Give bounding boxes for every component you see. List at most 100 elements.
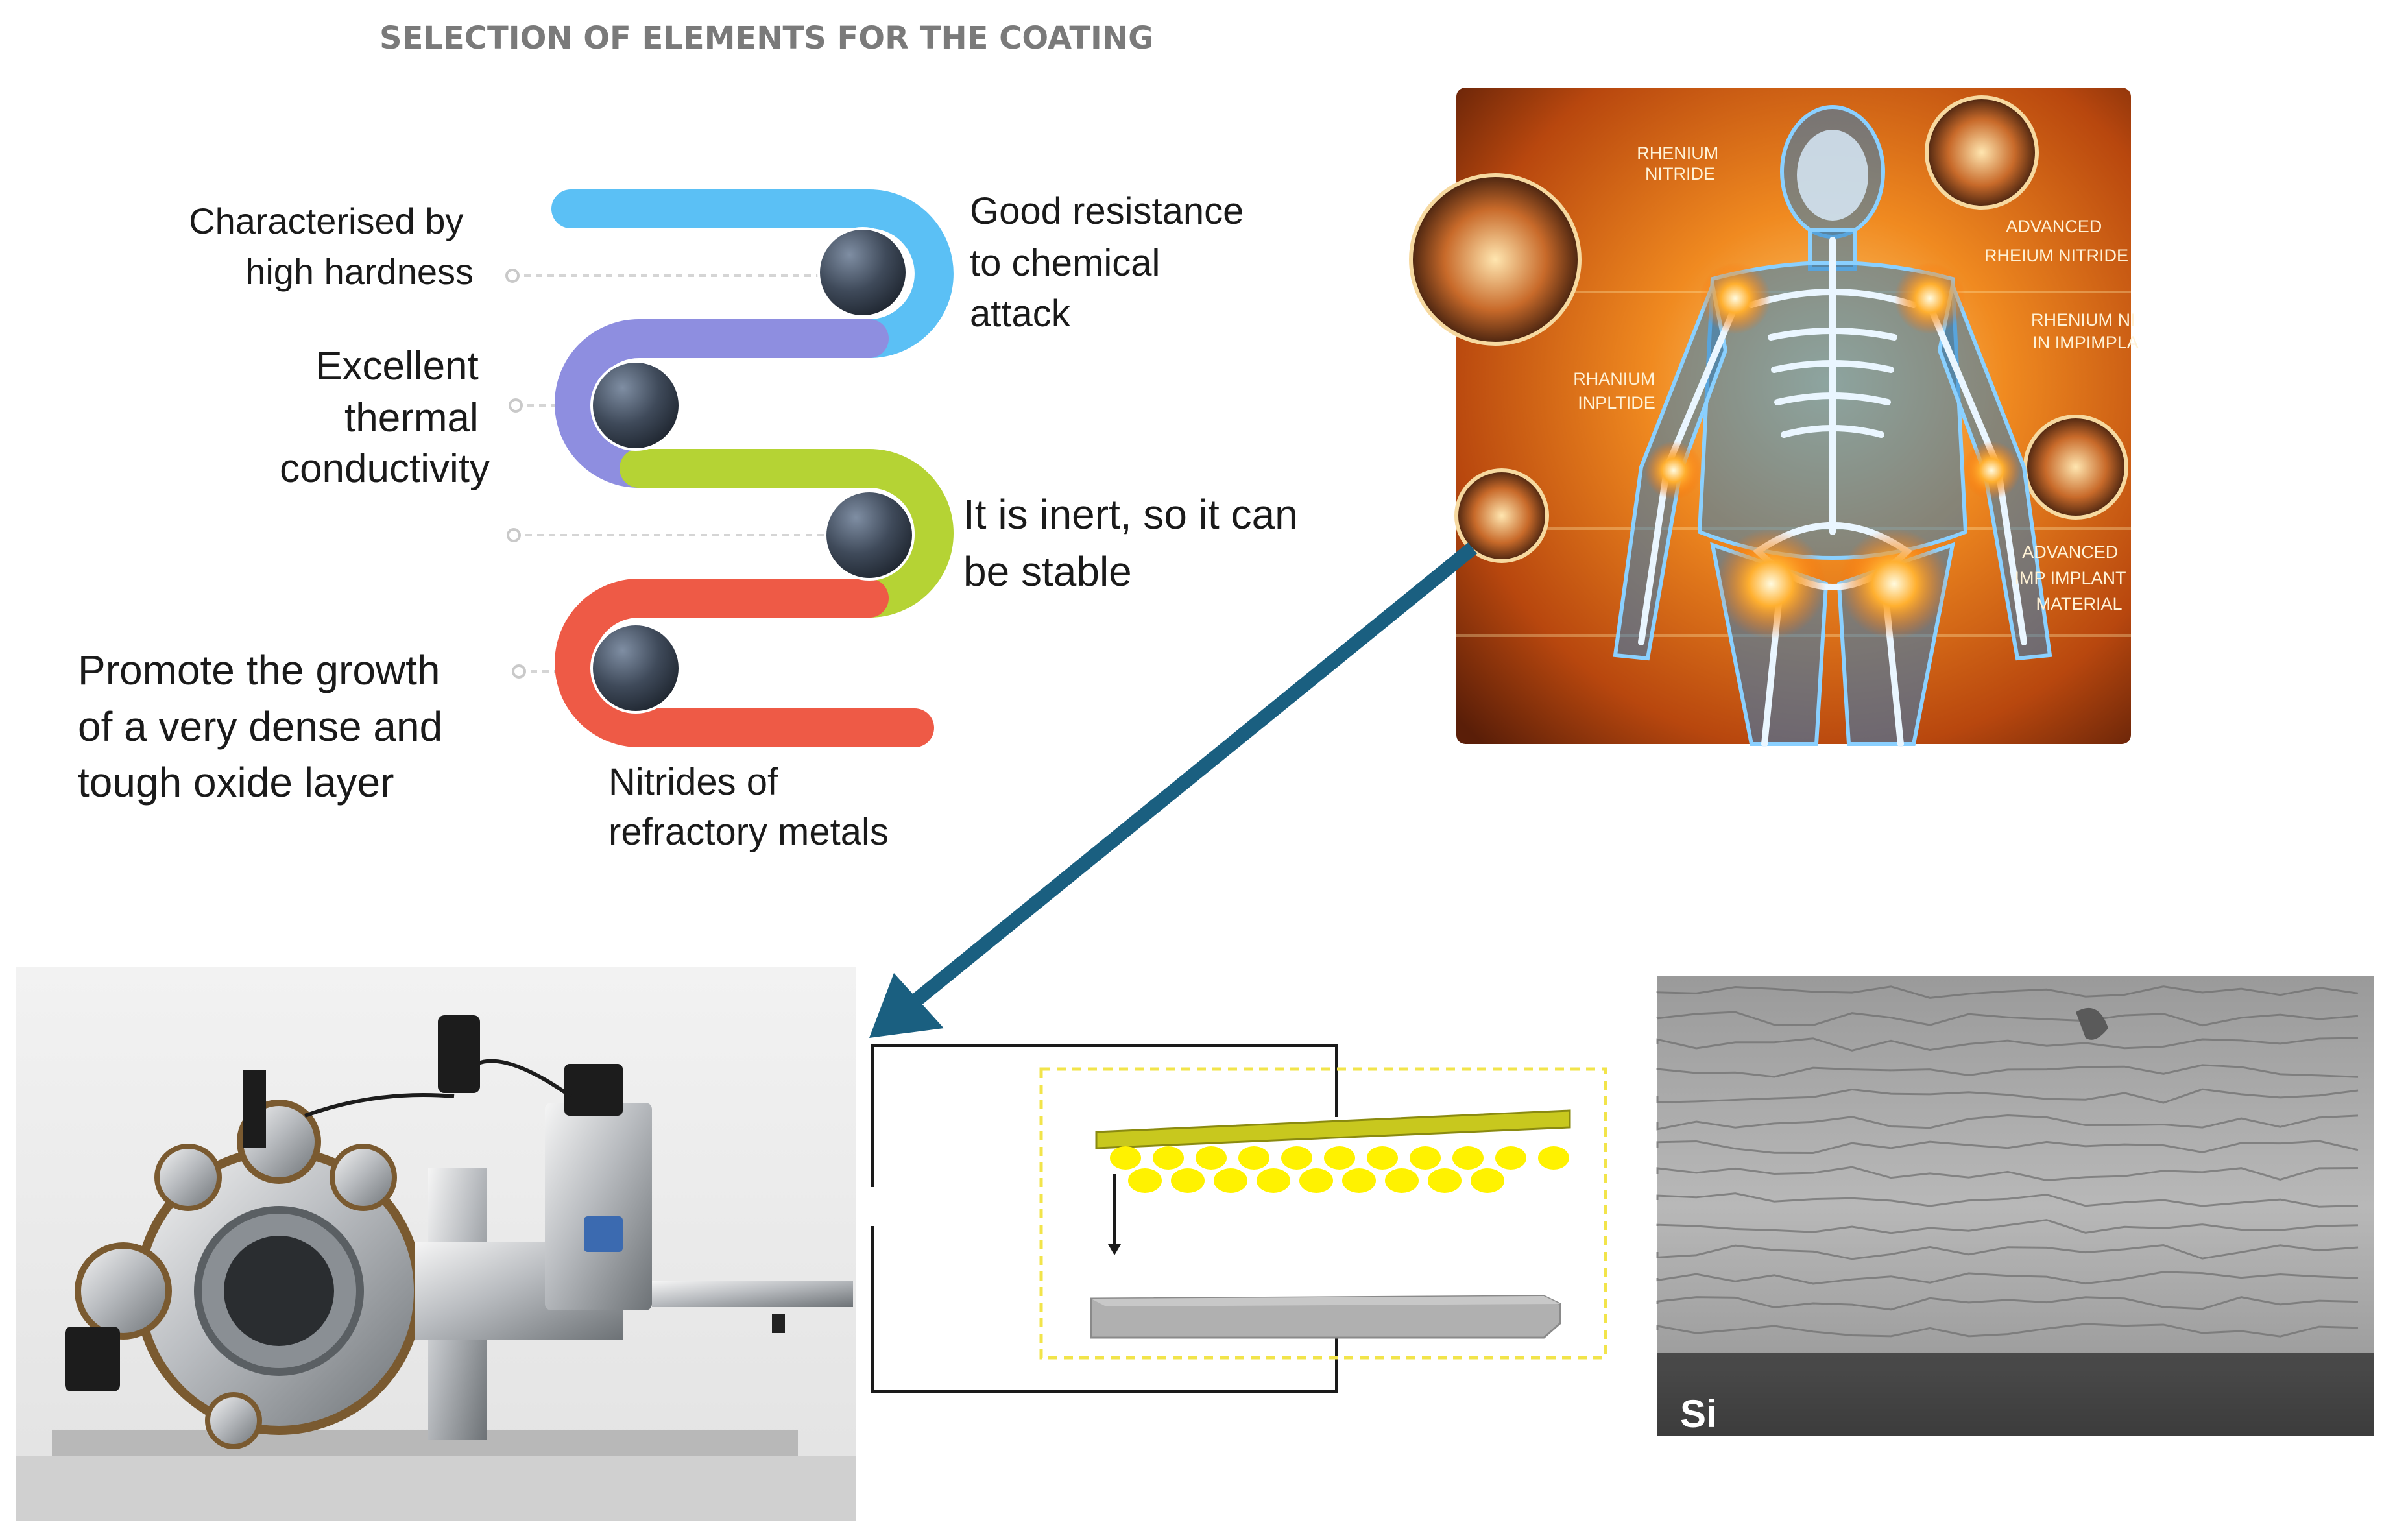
connector-dot: [507, 528, 521, 542]
grain-line: [1656, 1166, 2359, 1181]
body-label-rhenium-implant: RHENIUM NI IN IMPIMPLA: [2031, 310, 2140, 352]
grain-line: [1656, 1114, 2359, 1131]
label-chemical-resistance: Good resistance to chemical attack: [970, 190, 1254, 335]
label-thermal-conductivity: Excellent thermal conductivity: [280, 344, 490, 491]
particle: [1196, 1146, 1227, 1170]
snake-ball: [590, 623, 681, 714]
particle: [1538, 1146, 1569, 1170]
label-inert: It is inert, so it can be stable: [963, 491, 1310, 595]
skull: [1797, 130, 1868, 221]
snake-infographic: Characterised by high hardness Good resi…: [78, 189, 1310, 853]
flow-arrow-head: [869, 973, 944, 1038]
load-lock: [545, 1103, 652, 1310]
particle: [1495, 1146, 1526, 1170]
snake-ball: [590, 360, 681, 451]
implant-orb: [1925, 95, 2039, 210]
particle: [1324, 1146, 1355, 1170]
body-label-rhanium-inplide: RHANIUM INPLTIDE: [1573, 369, 1660, 413]
grain-line: [1656, 1064, 2359, 1078]
particle: [1471, 1168, 1504, 1193]
particle: [1367, 1146, 1398, 1170]
sputtering-schematic: [871, 1044, 1607, 1393]
particle: [1428, 1168, 1462, 1193]
top-port: [154, 1144, 222, 1211]
sem-micrograph: Si: [1656, 976, 2374, 1436]
rod-collar: [772, 1314, 785, 1333]
particle: [1238, 1146, 1269, 1170]
grain-line: [1656, 1140, 2359, 1155]
connector-dot: [509, 398, 523, 413]
label-hardness: Characterised by high hardness: [189, 200, 474, 292]
implant-body-image: RHENIUM NITRIDE ADVANCED RHEIUM NITRIDE …: [1409, 88, 2140, 747]
particle: [1452, 1146, 1484, 1170]
substrate-top-face: [1091, 1296, 1560, 1306]
particle: [1299, 1168, 1333, 1193]
joint-glow: [1644, 441, 1703, 499]
label-oxide-layer: Promote the growth of a very dense and t…: [78, 647, 454, 806]
body-label-advanced-implant: ADVANCED IMP IMPLANT MATERIAL: [2014, 542, 2130, 614]
skeleton: [1638, 237, 2027, 747]
ribbon-blue: [551, 189, 954, 358]
particle: [1171, 1168, 1205, 1193]
particle: [1110, 1146, 1141, 1170]
joint-glow: [1894, 263, 1966, 334]
si-substrate-band: [1657, 1353, 2374, 1436]
page-title: SELECTION OF ELEMENTS FOR THE COATING: [379, 20, 1153, 56]
connector-dot: [505, 269, 520, 283]
chamber-viewport: [224, 1236, 334, 1346]
target-plate: [1095, 1109, 1571, 1149]
joint-glow: [1839, 529, 1949, 639]
gauge: [243, 1070, 266, 1148]
particle: [1153, 1146, 1184, 1170]
deposition-machine-photo: [16, 967, 856, 1521]
valve-actuator: [438, 1015, 480, 1093]
ribbon-purple: [555, 319, 889, 488]
sputtered-particles: [1110, 1146, 1569, 1193]
circuit-wire-top: [871, 1044, 1338, 1187]
body-label-advanced-rhenium: ADVANCED RHEIUM NITRIDE: [1984, 217, 2128, 265]
grain-line: [1656, 1011, 2359, 1027]
implant-orb: [2023, 415, 2128, 520]
grain-line: [1656, 1088, 2359, 1104]
grain-line: [1656, 1271, 2359, 1285]
machine-base-plate: [52, 1430, 798, 1456]
particle: [1281, 1146, 1312, 1170]
particle: [1214, 1168, 1247, 1193]
particle: [1128, 1168, 1162, 1193]
sem-grain-lines: [1656, 985, 2359, 1338]
joint-glow: [1962, 441, 2021, 499]
plasma-region: [1039, 1067, 1607, 1360]
deposition-arrow-head: [1108, 1244, 1121, 1255]
grain-line: [1656, 1323, 2359, 1338]
circuit-wire-bottom: [871, 1226, 1338, 1393]
sem-si-label: Si: [1680, 1392, 1717, 1436]
particle: [1385, 1168, 1419, 1193]
brand-badge: [584, 1216, 623, 1252]
grain-line: [1656, 1219, 2359, 1234]
body-label-rhenium-nitride: RHENIUM NITRIDE: [1637, 143, 1724, 184]
particle: [1257, 1168, 1290, 1193]
particle: [1342, 1168, 1376, 1193]
side-port: [75, 1242, 172, 1340]
cable: [475, 1059, 572, 1098]
connector-dot: [512, 664, 526, 679]
snake-ball: [817, 227, 908, 318]
valve-actuator: [564, 1064, 623, 1116]
label-nitrides: Nitrides of refractory metals: [608, 761, 889, 853]
ribbon-red: [555, 579, 934, 747]
grain-line: [1656, 1037, 2359, 1052]
cable: [304, 1093, 455, 1118]
grain-line: [1656, 985, 2359, 999]
joint-glow: [1700, 263, 1771, 334]
grain-line: [1656, 1192, 2359, 1208]
joint-glow: [1716, 529, 1826, 639]
transfer-rod: [652, 1281, 853, 1307]
snake-ball: [824, 490, 915, 581]
top-port: [330, 1144, 397, 1211]
motor: [65, 1327, 120, 1391]
grain-line: [1656, 1244, 2359, 1260]
flow-arrow-shaft: [897, 542, 1477, 1018]
particle: [1410, 1146, 1441, 1170]
implant-orb: [1454, 468, 1549, 563]
